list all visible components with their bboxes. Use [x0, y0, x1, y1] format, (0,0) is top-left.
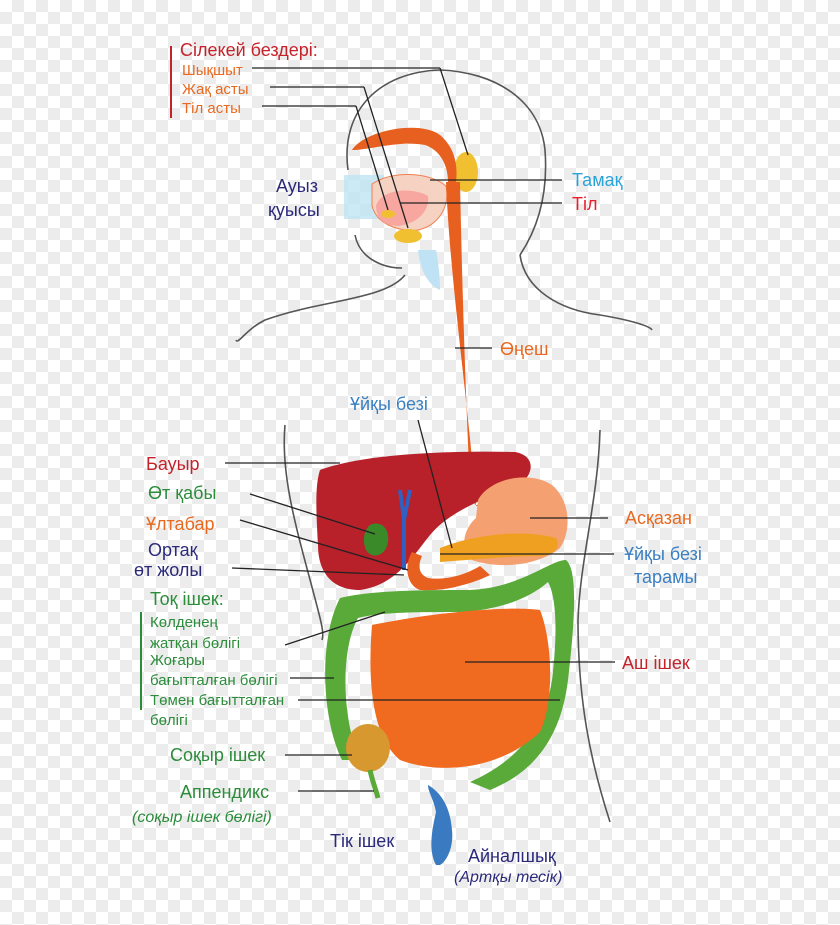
label-anus-2: (Артқы тесік) [454, 869, 562, 886]
shoulder-right [519, 254, 653, 331]
label-stomach: Асқазан [625, 508, 692, 528]
leader-gallbladder [249, 493, 376, 535]
label-pancreatic-duct-1: Ұйқы безі [624, 544, 702, 564]
label-sublingual: Тіл асты [182, 100, 241, 117]
leader-duodenum [239, 519, 409, 571]
label-mouth-1: Ауыз [276, 176, 318, 196]
trachea-shape [418, 250, 440, 290]
esophagus-shape [446, 182, 486, 508]
label-submandibular: Жақ асты [182, 81, 249, 98]
label-ascending-1: Жоғары [150, 652, 205, 669]
label-duodenum: Ұлтабар [146, 514, 214, 534]
rectum-shape [428, 785, 453, 865]
small-intestine-shape [370, 608, 551, 768]
label-appendix-2: (соқыр ішек бөлігі) [132, 809, 272, 826]
label-bile-duct-2: өт жолы [134, 560, 202, 580]
leader-transverse [284, 611, 386, 646]
label-parotid: Шықшыт [182, 62, 243, 79]
head-outline [346, 69, 547, 256]
leader-parotid-diag [439, 67, 469, 156]
label-ascending-2: бағытталған бөлігі [150, 672, 278, 689]
label-cecum: Соқыр ішек [170, 745, 265, 765]
sublingual-gland [381, 210, 395, 218]
label-gallbladder: Өт қабы [148, 483, 216, 503]
label-rectum: Тік ішек [330, 831, 394, 851]
label-anus-1: Айналшық [468, 846, 556, 866]
label-mouth-2: қуысы [268, 200, 320, 220]
torso-left [283, 424, 324, 641]
large-intestine-shape [325, 560, 575, 790]
shoulder-left [235, 274, 406, 342]
label-descending-1: Төмен бағытталған [150, 692, 284, 709]
chin-outline [354, 234, 403, 269]
leader-lines [225, 67, 615, 792]
label-tongue: Тіл [572, 194, 598, 214]
label-bile-duct-1: Ортақ [148, 540, 198, 560]
gallbladder-shape [363, 523, 389, 556]
bile-duct-shape [398, 489, 412, 570]
liver-shape [316, 451, 531, 590]
appendix-shape [367, 769, 381, 799]
label-transverse-1: Көлденең [150, 614, 219, 631]
leader-pancreas [417, 419, 453, 549]
label-pharynx: Тамақ [572, 170, 623, 190]
label-esophagus: Өңеш [500, 339, 548, 359]
label-small-intestine: Аш ішек [622, 653, 690, 673]
label-colon-title: Тоқ ішек: [150, 589, 224, 609]
label-liver: Бауыр [146, 454, 200, 474]
duodenum-shape [407, 552, 490, 591]
leader-sublingual-diag [355, 105, 389, 211]
torso-right [577, 429, 611, 823]
label-appendix-1: Аппендикс [180, 782, 269, 802]
label-pancreatic-duct-2: тарамы [634, 567, 697, 587]
cecum-shape [346, 724, 390, 772]
pharynx-shape [352, 127, 457, 182]
leader-submandibular-diag [363, 86, 409, 229]
pancreas-shape [440, 533, 558, 562]
labels: Сілекей бездері: Шықшыт Жақ асты Тіл аст… [132, 40, 702, 886]
label-descending-2: бөлігі [150, 712, 188, 729]
body-outline [235, 69, 653, 823]
label-pancreas: Ұйқы безі [350, 394, 428, 414]
submandibular-gland [394, 229, 422, 243]
label-salivary-title: Сілекей бездері: [180, 40, 318, 60]
leader-bile-duct [231, 567, 405, 576]
label-transverse-2: жатқан бөлігі [150, 635, 240, 652]
